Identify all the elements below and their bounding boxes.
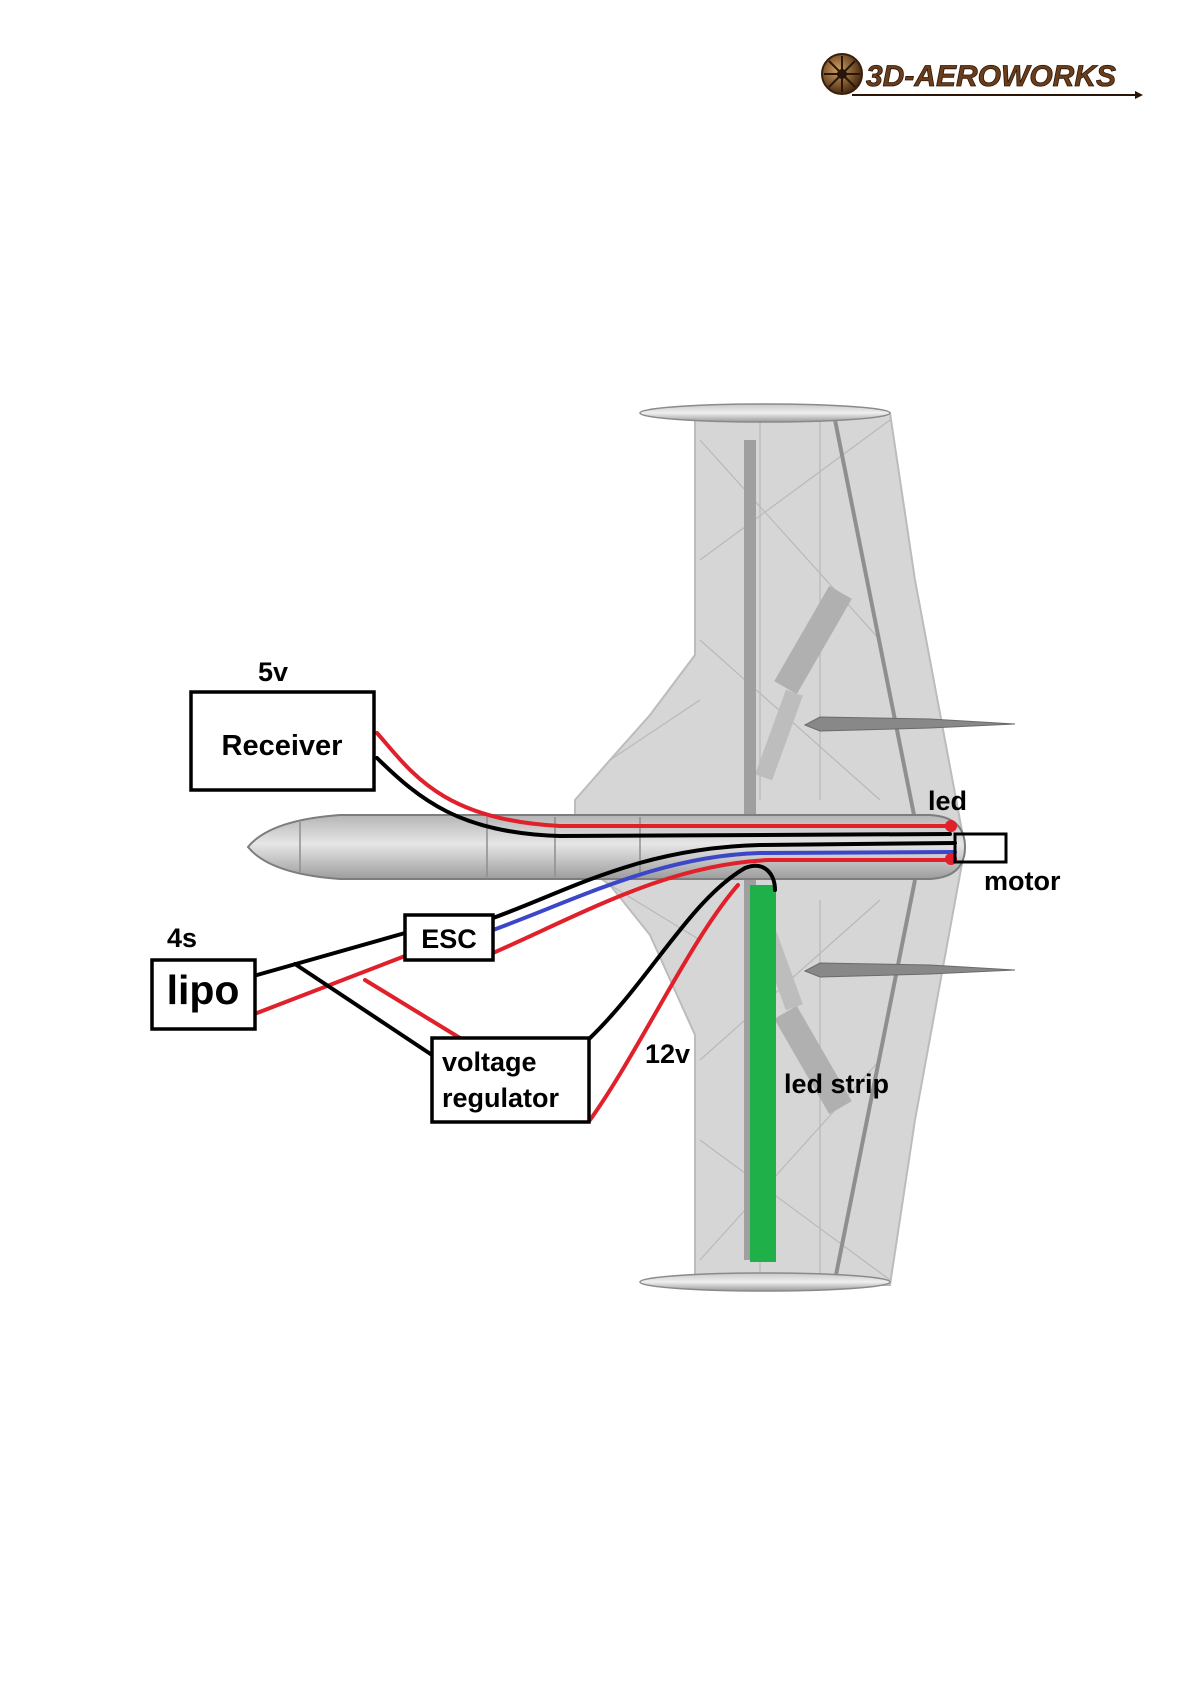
regulator-voltage-label: 12v: [645, 1039, 690, 1069]
lipo-cells-label: 4s: [167, 923, 197, 953]
airframe: [248, 404, 1015, 1291]
led-label: led: [928, 786, 967, 816]
esc-label: ESC: [421, 924, 477, 954]
lipo-positive-wire: [257, 956, 405, 1013]
receiver-voltage-label: 5v: [258, 657, 288, 687]
motor-label: motor: [984, 866, 1061, 896]
esc-box: ESC: [405, 915, 493, 960]
lipo-negative-wire: [257, 933, 405, 975]
voltage-regulator-label-line1: voltage: [442, 1047, 537, 1077]
logo-text: 3D-AEROWORKS: [866, 60, 1116, 93]
voltage-regulator-box: voltage regulator: [432, 1038, 589, 1122]
wingtip-pod-top: [640, 404, 890, 422]
lipo-box: lipo: [152, 960, 255, 1029]
fin-bottom: [805, 963, 1015, 977]
voltage-regulator-label-line2: regulator: [442, 1083, 560, 1113]
receiver-box: Receiver: [191, 692, 374, 790]
wingtip-pod-bottom: [640, 1273, 890, 1291]
fin-top: [805, 717, 1015, 731]
regulator-positive-input-wire: [365, 980, 460, 1038]
lipo-label: lipo: [167, 967, 240, 1013]
brand-logo: 3D-AEROWORKS: [822, 54, 1143, 99]
led-point-top: [945, 820, 957, 832]
led-strip-label: led strip: [784, 1069, 889, 1099]
receiver-label: Receiver: [222, 730, 343, 762]
led-strip: [750, 885, 776, 1262]
